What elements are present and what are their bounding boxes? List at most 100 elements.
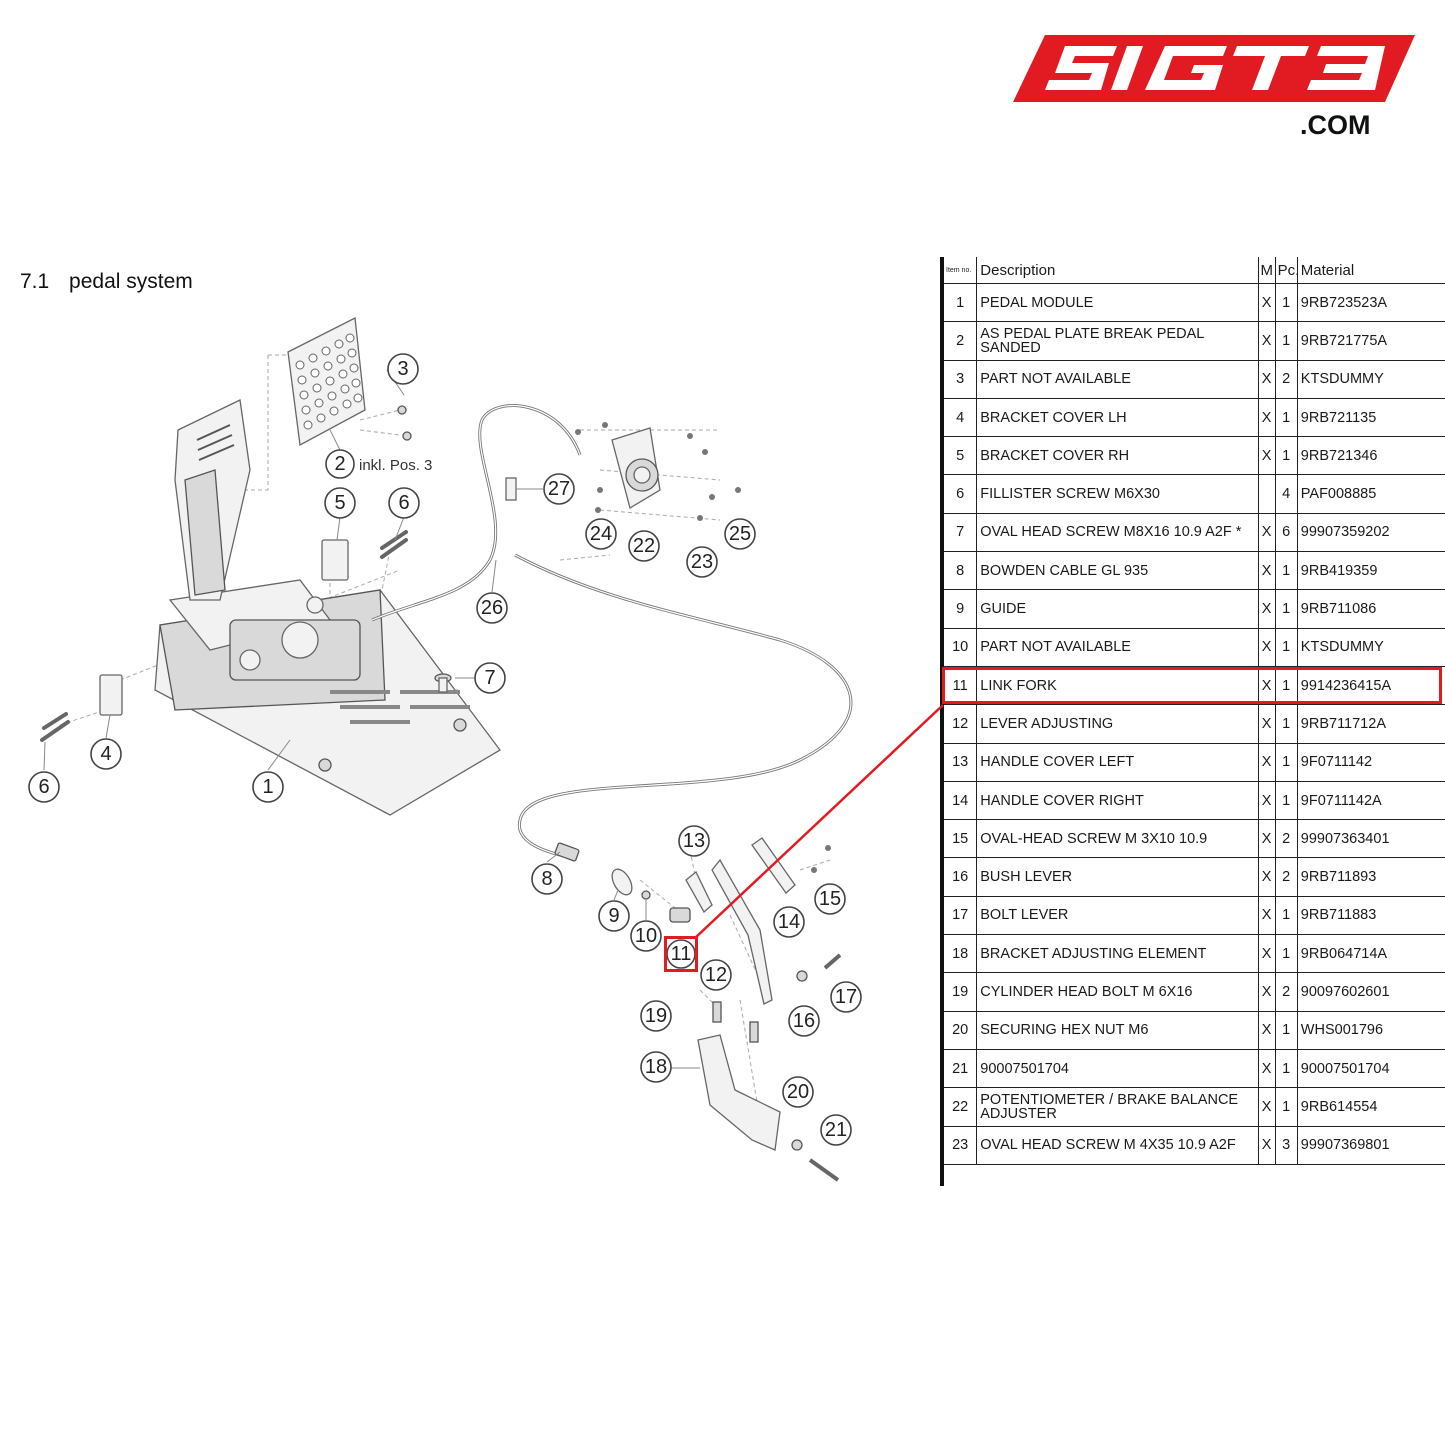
cell-pc: 2 — [1275, 972, 1298, 1012]
cell-pc: 1 — [1275, 436, 1298, 476]
callout-4[interactable]: 4 — [90, 738, 122, 770]
svg-text:22: 22 — [633, 535, 655, 557]
svg-text:27: 27 — [548, 478, 570, 500]
cell-item: 9 — [940, 589, 978, 629]
cell-pc: 3 — [1275, 1126, 1298, 1165]
callout-26[interactable]: 26 — [476, 592, 508, 624]
cell-description: PART NOT AVAILABLE — [976, 360, 1259, 399]
cell-item: 17 — [940, 896, 978, 936]
cell-m: X — [1258, 1011, 1276, 1050]
cell-pc: 1 — [1275, 1087, 1298, 1127]
callout-14[interactable]: 14 — [773, 906, 805, 938]
callout-5[interactable]: 5 — [324, 487, 356, 519]
section-number: 7.1 — [20, 270, 50, 293]
callout-11[interactable]: 11 — [666, 939, 696, 969]
callout-3[interactable]: 3 — [387, 353, 419, 385]
guide — [611, 868, 633, 896]
callout-7[interactable]: 7 — [474, 662, 506, 694]
cell-pc: 1 — [1275, 321, 1298, 361]
link-fork — [669, 907, 691, 923]
cell-m: X — [1258, 934, 1276, 974]
cell-material: KTSDUMMY — [1297, 628, 1445, 667]
callout-27[interactable]: 27 — [543, 473, 575, 505]
cell-material: 9F0711142A — [1297, 781, 1445, 821]
callout-12[interactable]: 12 — [700, 959, 732, 991]
handle-cover-right — [751, 837, 796, 894]
callout-6-left[interactable]: 6 — [28, 771, 60, 803]
cell-pc: 1 — [1275, 1049, 1298, 1089]
callout-22[interactable]: 22 — [628, 530, 660, 562]
header-item-no: Item no. — [940, 257, 978, 284]
callout-9[interactable]: 9 — [598, 900, 630, 932]
callout-23[interactable]: 23 — [686, 546, 718, 578]
sigt3-logo[interactable] — [1005, 30, 1425, 145]
callout-10[interactable]: 10 — [630, 920, 662, 952]
cell-item: 4 — [940, 398, 978, 438]
label-plate — [505, 477, 517, 501]
svg-text:6: 6 — [38, 776, 49, 798]
cell-pc: 1 — [1275, 934, 1298, 974]
callout-15[interactable]: 15 — [814, 883, 846, 915]
cell-pc: 1 — [1275, 704, 1298, 744]
callout-13[interactable]: 13 — [678, 825, 710, 857]
pedal-arm — [174, 399, 251, 601]
cell-material: 90097602601 — [1297, 972, 1445, 1012]
callout-8[interactable]: 8 — [531, 863, 563, 895]
cell-pc: 1 — [1275, 398, 1298, 438]
section-heading: 7.1 pedal system — [20, 270, 193, 294]
callout-21[interactable]: 21 — [820, 1114, 852, 1146]
cell-item: 23 — [940, 1126, 978, 1165]
callout-25[interactable]: 25 — [724, 518, 756, 550]
cell-item: 8 — [940, 551, 978, 591]
callout-20[interactable]: 20 — [782, 1076, 814, 1108]
callout-2[interactable]: 2 — [325, 449, 355, 479]
cell-material: 9RB711883 — [1297, 896, 1445, 936]
cell-description: OVAL HEAD SCREW M8X16 10.9 A2F * — [976, 513, 1259, 553]
cell-material: 9RB721135 — [1297, 398, 1445, 438]
callout-24[interactable]: 24 — [585, 518, 617, 550]
cell-item: 1 — [940, 283, 978, 323]
cell-description: OVAL-HEAD SCREW M 3X10 10.9 — [976, 819, 1259, 859]
cell-pc: 1 — [1275, 1011, 1298, 1050]
cell-description: SECURING HEX NUT M6 — [976, 1011, 1259, 1050]
cell-pc: 2 — [1275, 360, 1298, 399]
cell-m: X — [1258, 857, 1276, 897]
cell-material: 9RB711893 — [1297, 857, 1445, 897]
callout-19[interactable]: 19 — [640, 1000, 672, 1032]
cell-m: X — [1258, 819, 1276, 859]
callout-6-right[interactable]: 6 — [388, 487, 420, 519]
svg-text:5: 5 — [334, 492, 345, 514]
callout-16[interactable]: 16 — [788, 1005, 820, 1037]
svg-text:24: 24 — [590, 523, 612, 545]
svg-text:21: 21 — [825, 1119, 847, 1141]
cell-material: 90007501704 — [1297, 1049, 1445, 1089]
callout-1[interactable]: 1 — [252, 771, 284, 803]
svg-text:6: 6 — [398, 492, 409, 514]
callout-18[interactable]: 18 — [640, 1051, 672, 1083]
callout-17[interactable]: 17 — [830, 981, 862, 1013]
cell-material: 99907359202 — [1297, 513, 1445, 553]
